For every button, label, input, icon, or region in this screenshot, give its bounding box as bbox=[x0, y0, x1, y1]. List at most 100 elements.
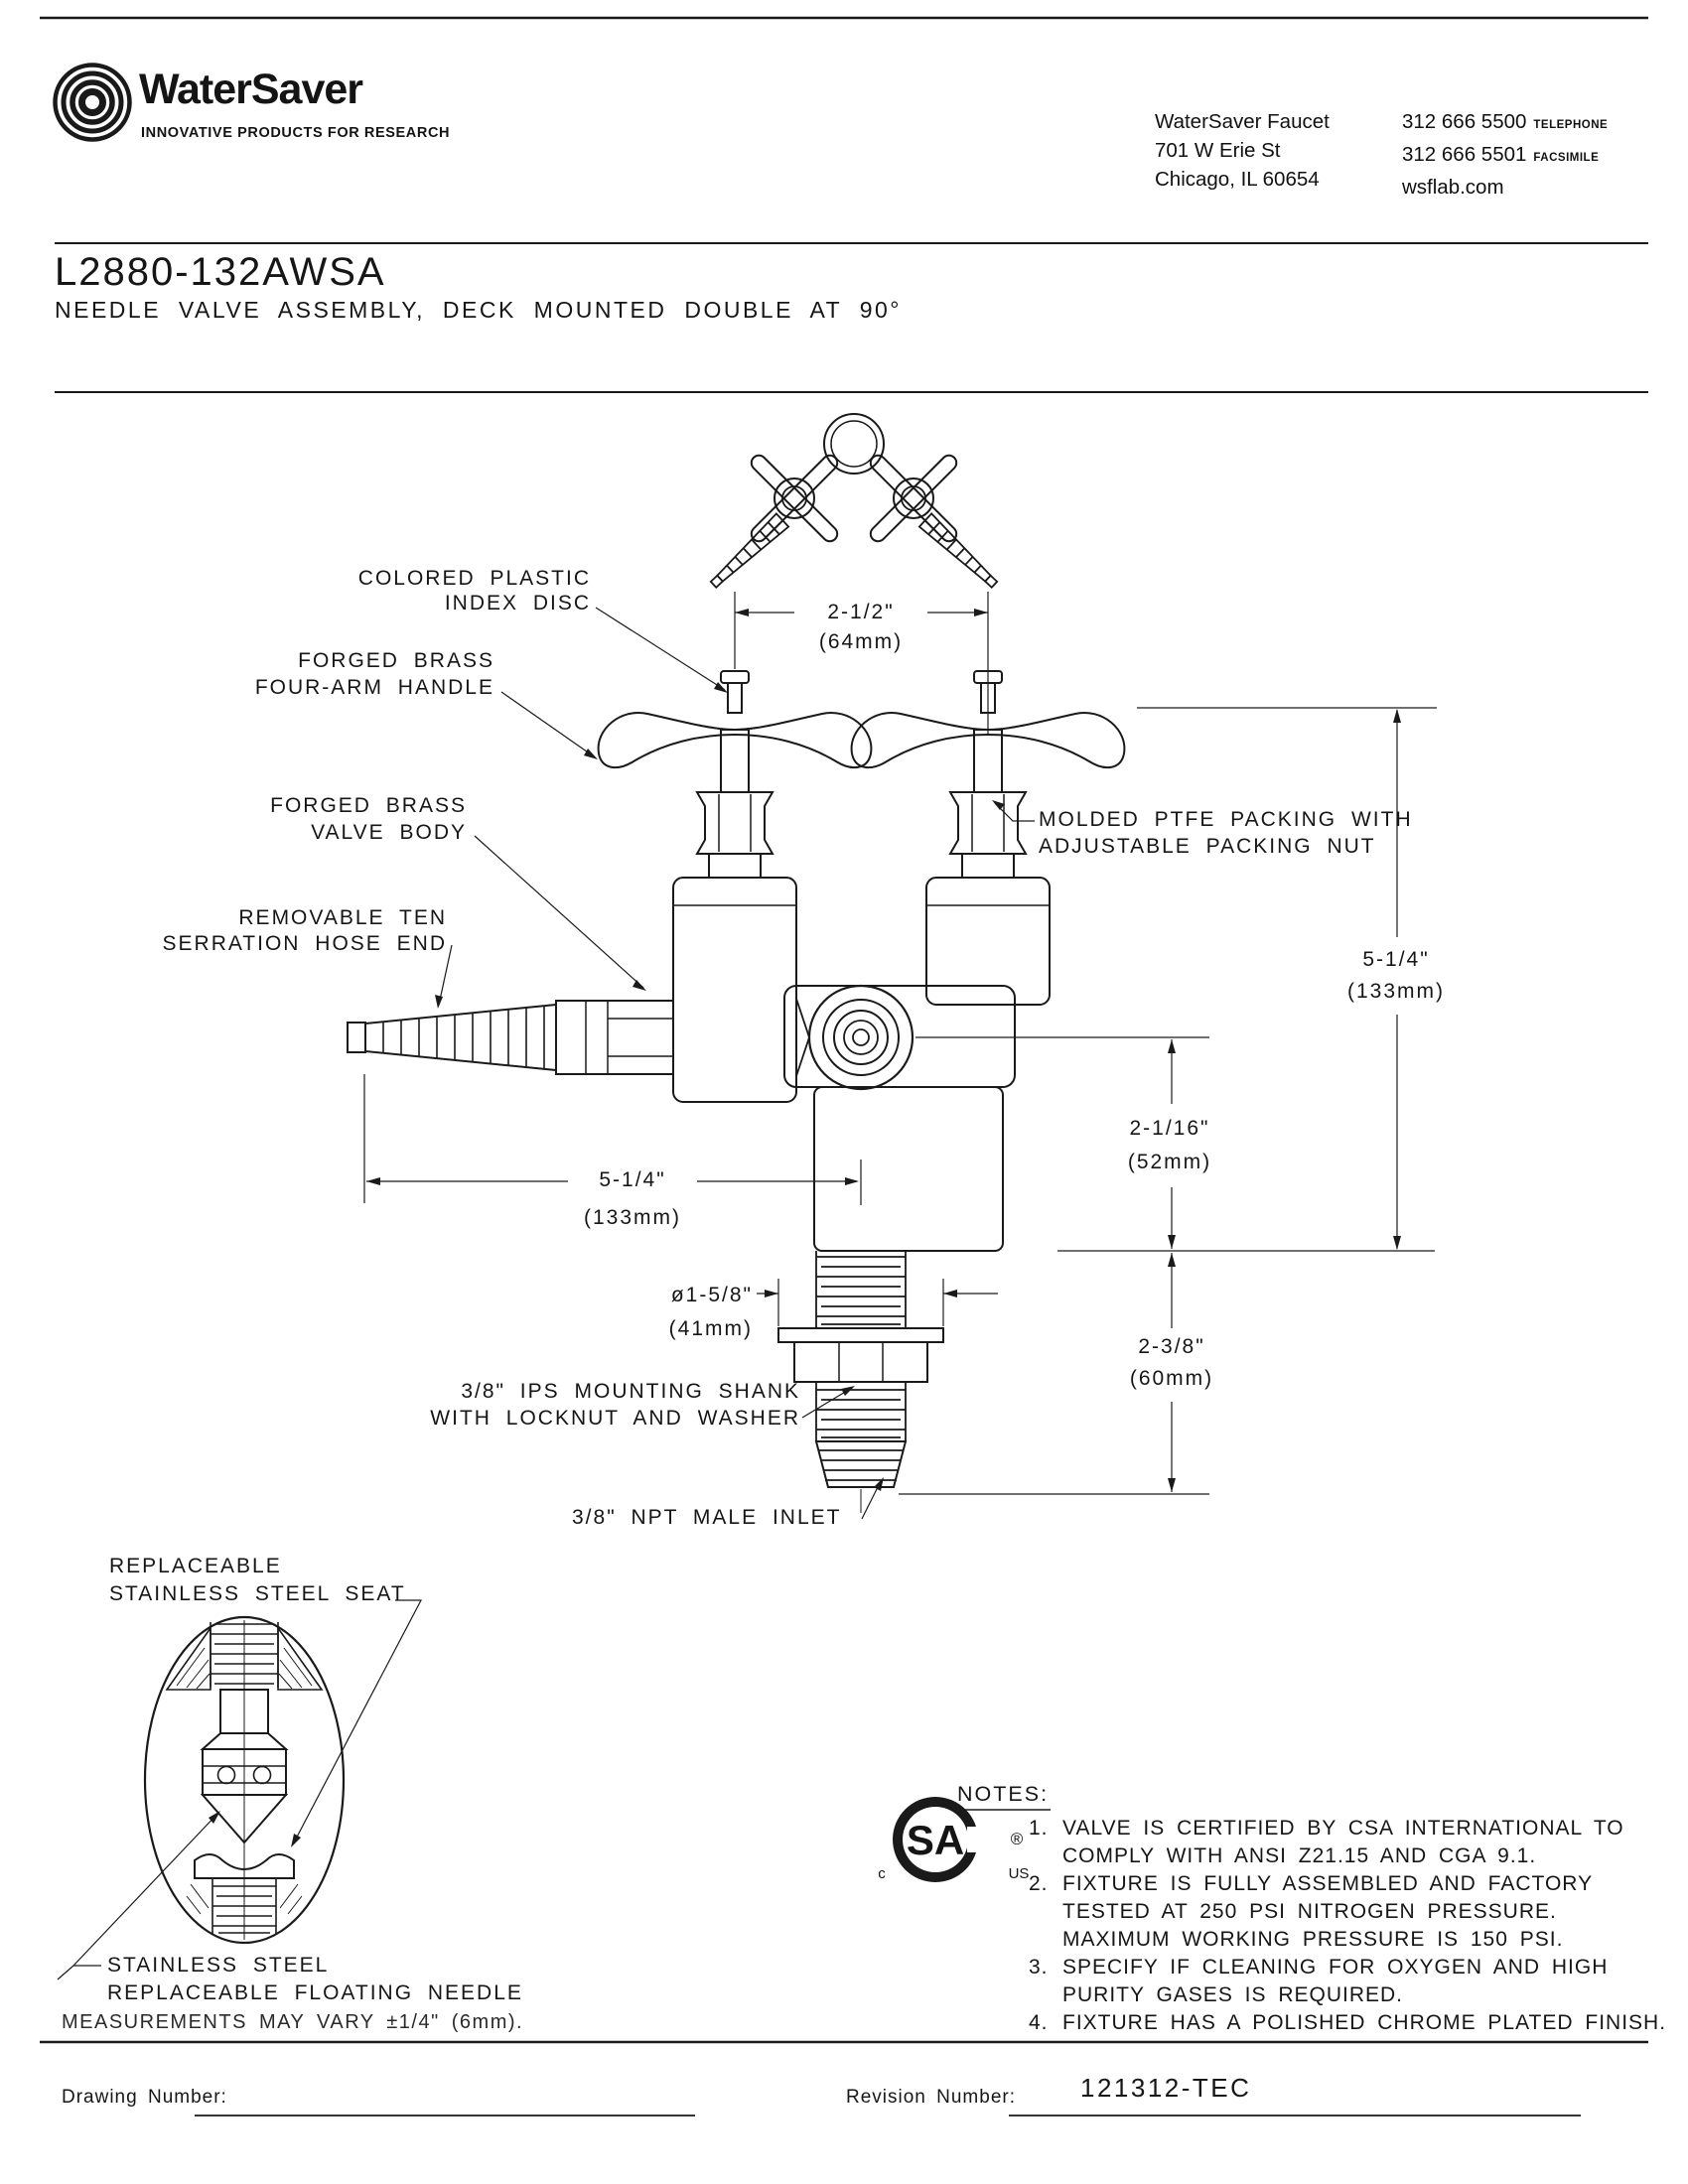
callout-four-arm-handle: FORGED BRASS FOUR-ARM HANDLE bbox=[226, 647, 494, 701]
valve-body-left bbox=[672, 877, 797, 1103]
callout-line: INDEX DISC bbox=[444, 592, 591, 614]
address-line2: Chicago, IL 60654 bbox=[1155, 168, 1320, 191]
front-view bbox=[347, 670, 1126, 1513]
dim-below-deck-in: 2-3/8" bbox=[1138, 1335, 1205, 1358]
dim-flange-dia-in: ø1-5/8" bbox=[670, 1284, 753, 1306]
outlet-cone bbox=[795, 998, 810, 1077]
note-number: 3. bbox=[1029, 1956, 1049, 1979]
stainless-seat bbox=[194, 1853, 295, 1879]
csa-us-mark: US bbox=[1009, 1865, 1030, 1882]
plan-handle-right bbox=[869, 454, 958, 543]
revision-number-label: Revision Number: bbox=[846, 2087, 1016, 2108]
note-text: PURITY GASES IS REQUIRED. bbox=[1062, 1983, 1404, 2006]
leader-lines bbox=[435, 607, 1035, 1520]
packing-nut-left bbox=[695, 791, 774, 879]
brand-wordmark: WaterSaver bbox=[139, 66, 363, 113]
callout-hose-end: REMOVABLE TEN SERRATION HOSE END bbox=[147, 905, 447, 957]
dim-reach-in: 5-1/4" bbox=[599, 1168, 666, 1191]
model-number: L2880-132AWSA bbox=[55, 250, 386, 294]
plan-view bbox=[709, 413, 999, 589]
outlet-face bbox=[807, 984, 914, 1091]
callout-line: FOUR-ARM HANDLE bbox=[254, 676, 494, 699]
phone-label: TELEPHONE bbox=[1533, 119, 1609, 131]
note-text: FIXTURE IS FULLY ASSEMBLED AND FACTORY bbox=[1062, 1872, 1594, 1895]
dim-overall-height-in: 5-1/4" bbox=[1362, 948, 1430, 971]
note-item-4: 4. FIXTURE HAS A POLISHED CHROME PLATED … bbox=[1029, 2009, 1666, 2037]
callout-line: REPLACEABLE FLOATING NEEDLE bbox=[107, 1981, 523, 2004]
callout-seat: REPLACEABLE STAINLESS STEEL SEAT bbox=[109, 1553, 406, 1608]
dim-overall-height-mm: (133mm) bbox=[1346, 980, 1446, 1003]
callout-line: FORGED BRASS bbox=[298, 649, 494, 672]
callout-line: WITH LOCKNUT AND WASHER bbox=[430, 1407, 800, 1430]
callout-packing-nut: MOLDED PTFE PACKING WITH ADJUSTABLE PACK… bbox=[1039, 806, 1413, 860]
note-text: MAXIMUM WORKING PRESSURE IS 150 PSI. bbox=[1062, 1928, 1564, 1951]
npt-inlet-tip bbox=[814, 1440, 908, 1488]
locknut bbox=[793, 1341, 928, 1383]
tolerance-note: MEASUREMENTS MAY VARY ±1/4" (6mm). bbox=[62, 2011, 524, 2033]
callout-line: REMOVABLE TEN bbox=[238, 906, 447, 929]
dim-reach-mm: (133mm) bbox=[583, 1206, 682, 1229]
floating-needle-cone bbox=[200, 1794, 289, 1844]
callout-line: VALVE BODY bbox=[311, 821, 467, 844]
company-address-block: WaterSaver Faucet 701 W Erie St Chicago,… bbox=[1155, 107, 1330, 194]
note-number: 4. bbox=[1029, 2011, 1049, 2034]
callout-line: STAINLESS STEEL SEAT bbox=[109, 1582, 406, 1605]
company-name: WaterSaver Faucet bbox=[1155, 110, 1330, 133]
plan-hose-left bbox=[709, 512, 790, 589]
note-item-1: 1. VALVE IS CERTIFIED BY CSA INTERNATION… bbox=[1029, 1815, 1666, 1870]
hose-end bbox=[347, 1000, 674, 1075]
dim-handle-spacing-mm: (64mm) bbox=[818, 630, 904, 653]
note-text: SPECIFY IF CLEANING FOR OXYGEN AND HIGH bbox=[1062, 1956, 1609, 1979]
notes-list: 1. VALVE IS CERTIFIED BY CSA INTERNATION… bbox=[1029, 1815, 1666, 2037]
valve-body-right bbox=[925, 877, 1051, 1006]
callout-mounting-shank: 3/8" IPS MOUNTING SHANK WITH LOCKNUT AND… bbox=[427, 1378, 800, 1432]
callout-line: REPLACEABLE bbox=[109, 1555, 282, 1577]
callout-line: 3/8" IPS MOUNTING SHANK bbox=[461, 1380, 800, 1403]
dim-outlet-height-mm: (52mm) bbox=[1127, 1151, 1212, 1173]
note-number: 1. bbox=[1029, 1817, 1049, 1840]
note-item-2: 2. FIXTURE IS FULLY ASSEMBLED AND FACTOR… bbox=[1029, 1870, 1666, 1954]
revision-number-value: 121312-TEC bbox=[1080, 2073, 1252, 2103]
fax-number: 312 666 5501 bbox=[1402, 143, 1527, 166]
callout-index-disc: COLORED PLASTIC INDEX DISC bbox=[323, 566, 591, 615]
product-description: NEEDLE VALVE ASSEMBLY, DECK MOUNTED DOUB… bbox=[55, 297, 902, 323]
svg-text:SA: SA bbox=[907, 1817, 964, 1863]
index-disc-left bbox=[720, 670, 750, 714]
watersaver-logo-icon bbox=[53, 63, 132, 142]
brand-tagline: INNOVATIVE PRODUCTS FOR RESEARCH bbox=[141, 125, 451, 141]
valve-body-lower bbox=[813, 1086, 1004, 1252]
callout-line: ADJUSTABLE PACKING NUT bbox=[1039, 835, 1376, 858]
phone-row: 312 666 5500 TELEPHONE bbox=[1402, 107, 1608, 140]
note-text: VALVE IS CERTIFIED BY CSA INTERNATIONAL … bbox=[1062, 1817, 1624, 1840]
note-number: 2. bbox=[1029, 1872, 1049, 1895]
phone-number: 312 666 5500 bbox=[1402, 110, 1527, 133]
csa-certification-icon: SA ® c US bbox=[878, 1797, 1029, 1882]
notes-heading: NOTES: bbox=[957, 1782, 1050, 1806]
callout-line: COLORED PLASTIC bbox=[357, 567, 591, 590]
packing-nut-right bbox=[949, 791, 1027, 879]
callout-line: STAINLESS STEEL bbox=[107, 1954, 330, 1977]
dim-flange-dia-mm: (41mm) bbox=[668, 1317, 753, 1340]
plan-handle-left bbox=[750, 454, 839, 543]
washer bbox=[777, 1327, 944, 1343]
callout-line: SERRATION HOSE END bbox=[162, 932, 447, 955]
csa-registered-mark: ® bbox=[1011, 1830, 1024, 1848]
plan-hose-right bbox=[917, 512, 999, 589]
handle-hub-left bbox=[720, 729, 750, 793]
callout-line: FORGED BRASS bbox=[270, 794, 467, 817]
mounting-shank bbox=[777, 1251, 944, 1513]
note-text: FIXTURE HAS A POLISHED CHROME PLATED FIN… bbox=[1062, 2011, 1667, 2034]
needle-detail-inset bbox=[57, 1599, 422, 1980]
note-text: TESTED AT 250 PSI NITROGEN PRESSURE. bbox=[1062, 1900, 1557, 1923]
callout-valve-body: FORGED BRASS VALVE BODY bbox=[209, 792, 467, 846]
dimension-lines bbox=[363, 592, 1437, 1495]
callout-npt-inlet: 3/8" NPT MALE INLET bbox=[572, 1506, 842, 1529]
address-line1: 701 W Erie St bbox=[1155, 139, 1281, 162]
note-text: COMPLY WITH ANSI Z21.15 AND CGA 9.1. bbox=[1062, 1844, 1537, 1867]
website: wsflab.com bbox=[1402, 176, 1504, 199]
dim-below-deck-mm: (60mm) bbox=[1129, 1367, 1214, 1390]
